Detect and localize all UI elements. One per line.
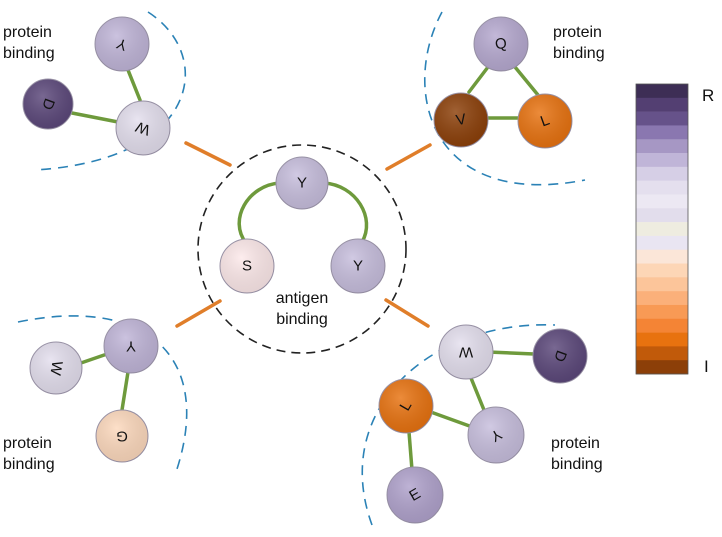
connector-bottom-left (175, 299, 222, 328)
node-br-d: D (532, 328, 588, 384)
connector-bottom-right (384, 298, 430, 328)
colorbar-cell (636, 291, 688, 306)
svg-text:Y: Y (297, 175, 307, 192)
svg-text:G: G (116, 428, 128, 445)
colorbar-cell (636, 180, 688, 195)
colorbar-cell (636, 153, 688, 168)
node-tr-q: Q (473, 16, 529, 72)
colorbar-cell (636, 263, 688, 278)
node-tl-y: Y (94, 16, 150, 72)
edge-c-y-y (322, 181, 369, 244)
label-antigen-l1: antigen (276, 290, 329, 307)
edge-c-y-s (237, 181, 282, 245)
colorbar-cell (636, 249, 688, 264)
edge-bl-y-g (120, 370, 130, 412)
node-bl-g: G (95, 409, 149, 463)
antigen-boundary (197, 144, 407, 354)
nodes: Y D W Q V L (22, 16, 588, 524)
svg-text:S: S (242, 258, 252, 275)
node-c-y-right: Y (330, 238, 386, 294)
colorbar-frame (635, 83, 689, 375)
group-connectors (175, 141, 432, 328)
label-antigen-l2: binding (276, 311, 328, 328)
colorbar-cell (636, 111, 688, 126)
top-right-boundary (424, 11, 586, 186)
node-bl-y: Y (103, 318, 159, 374)
edge-br-w-y (469, 376, 486, 412)
edge-br-l-y (426, 409, 477, 430)
svg-text:Q: Q (494, 35, 508, 54)
top-left-boundary (34, 11, 187, 171)
edge-br-w-d (486, 350, 536, 356)
label-bottom-right-l1: protein (551, 435, 600, 452)
colorbar: R I (635, 83, 714, 376)
colorbar-cell (636, 84, 688, 99)
colorbar-cell (636, 235, 688, 251)
bottom-left-boundary (17, 315, 188, 476)
colorbar-cell (636, 346, 688, 361)
svg-text:W: W (133, 117, 153, 138)
svg-text:Y: Y (353, 258, 363, 275)
node-tr-l: L (517, 93, 573, 149)
svg-text:W: W (458, 344, 473, 361)
node-br-w: W (438, 324, 494, 380)
node-tr-v: V (433, 92, 489, 148)
edge-tl-y-w (126, 68, 142, 102)
label-top-left-l1: protein (3, 24, 52, 41)
colorbar-cell (636, 222, 688, 237)
edge-tr-q-l (513, 65, 540, 97)
colorbar-cell (636, 97, 688, 112)
edge-tr-q-v (467, 65, 490, 94)
label-top-right-l2: binding (553, 45, 605, 62)
node-br-y: Y (467, 406, 525, 464)
svg-text:Y: Y (126, 338, 136, 355)
node-br-l: L (378, 378, 434, 434)
colorbar-cell (636, 304, 688, 320)
colorbar-bottom-label: I (704, 357, 709, 376)
node-tl-d: D (22, 78, 74, 130)
colorbar-cell (636, 125, 688, 140)
connector-top-left (184, 141, 232, 167)
colorbar-cell (636, 194, 688, 209)
region-labels: protein binding protein binding protein … (3, 24, 605, 473)
connector-top-right (385, 143, 432, 171)
label-bottom-left-l1: protein (3, 435, 52, 452)
colorbar-cells (636, 84, 688, 375)
node-tl-w: W (115, 100, 171, 156)
colorbar-cell (636, 332, 688, 347)
colorbar-cell (636, 318, 688, 333)
node-bl-w: W (29, 341, 83, 395)
label-bottom-left-l2: binding (3, 456, 55, 473)
colorbar-cell (636, 166, 688, 181)
edge-bl-w-y (76, 351, 112, 366)
edge-tl-d-w (70, 111, 120, 124)
svg-text:W: W (46, 360, 65, 378)
colorbar-cell (636, 139, 688, 154)
node-br-e: E (386, 466, 444, 524)
colorbar-cell (636, 208, 688, 223)
edge-br-l-e (407, 430, 414, 472)
colorbar-top-label: R (702, 86, 714, 105)
colorbar-cell (636, 277, 688, 292)
node-c-y-top: Y (275, 156, 329, 210)
svg-text:V: V (455, 111, 468, 129)
edges (70, 65, 540, 472)
label-top-left-l2: binding (3, 45, 55, 62)
label-top-right-l1: protein (553, 24, 602, 41)
colorbar-cell (636, 360, 688, 375)
node-c-s: S (219, 238, 275, 294)
label-bottom-right-l2: binding (551, 456, 603, 473)
